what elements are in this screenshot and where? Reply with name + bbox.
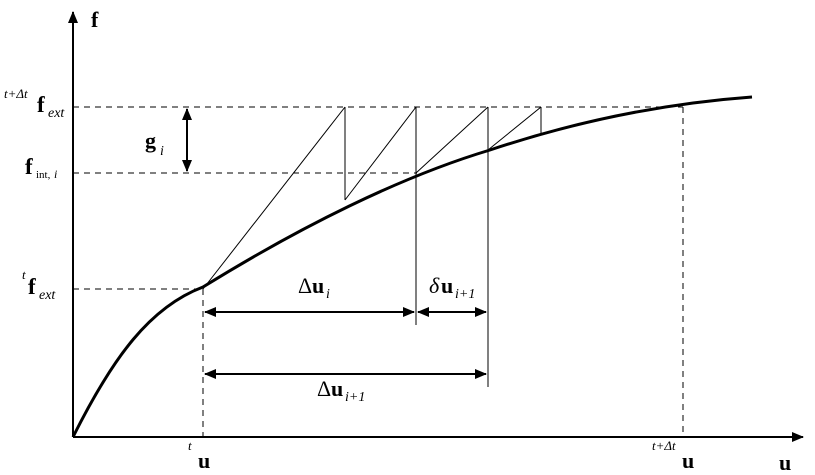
- svg-text:i+1: i+1: [345, 390, 365, 405]
- svg-text:t+Δt: t+Δt: [652, 438, 676, 453]
- tangent-line-2: [344, 106, 417, 201]
- svg-text:t: t: [22, 267, 26, 282]
- label-fext-t: t f ext: [22, 267, 56, 303]
- svg-text:u: u: [198, 448, 210, 473]
- svg-text:i+1: i+1: [455, 287, 475, 302]
- label-delta-u-i: Δ u i: [298, 273, 330, 302]
- svg-text:δ: δ: [429, 273, 440, 298]
- x-axis-label: u: [779, 450, 791, 475]
- svg-text:f: f: [37, 92, 45, 117]
- label-fext-top: t+Δt f ext: [4, 86, 65, 121]
- svg-text:Δ: Δ: [298, 273, 312, 298]
- svg-text:u: u: [441, 273, 453, 298]
- svg-text:t: t: [188, 438, 192, 453]
- svg-text:t+Δt: t+Δt: [4, 86, 28, 101]
- tangent-line-4: [487, 106, 542, 151]
- svg-text:ext: ext: [48, 106, 65, 121]
- y-axis-label: f: [91, 7, 99, 32]
- svg-text:g: g: [145, 128, 156, 153]
- label-delta-u-i1: Δ u i+1: [317, 376, 365, 405]
- label-u-t: t u: [188, 438, 210, 473]
- load-displacement-curve: [71, 95, 753, 438]
- label-fint-i: f int, i: [25, 154, 57, 181]
- svg-text:ext: ext: [39, 288, 56, 303]
- tangent-line-1: [202, 106, 346, 290]
- label-small-delta-u-i1: δ u i+1: [429, 273, 475, 302]
- label-u-tdt: t+Δt u: [652, 438, 694, 473]
- svg-text:i: i: [326, 287, 330, 302]
- tangent-line-3: [415, 106, 489, 174]
- label-g-i: g i: [145, 128, 164, 159]
- svg-text:f: f: [25, 154, 33, 179]
- svg-text:u: u: [331, 376, 343, 401]
- svg-text:u: u: [682, 448, 694, 473]
- svg-text:int,: int,: [36, 169, 51, 181]
- svg-text:u: u: [312, 273, 324, 298]
- svg-text:i: i: [54, 167, 57, 181]
- svg-text:f: f: [28, 274, 36, 299]
- svg-text:i: i: [160, 144, 164, 159]
- svg-text:Δ: Δ: [317, 376, 331, 401]
